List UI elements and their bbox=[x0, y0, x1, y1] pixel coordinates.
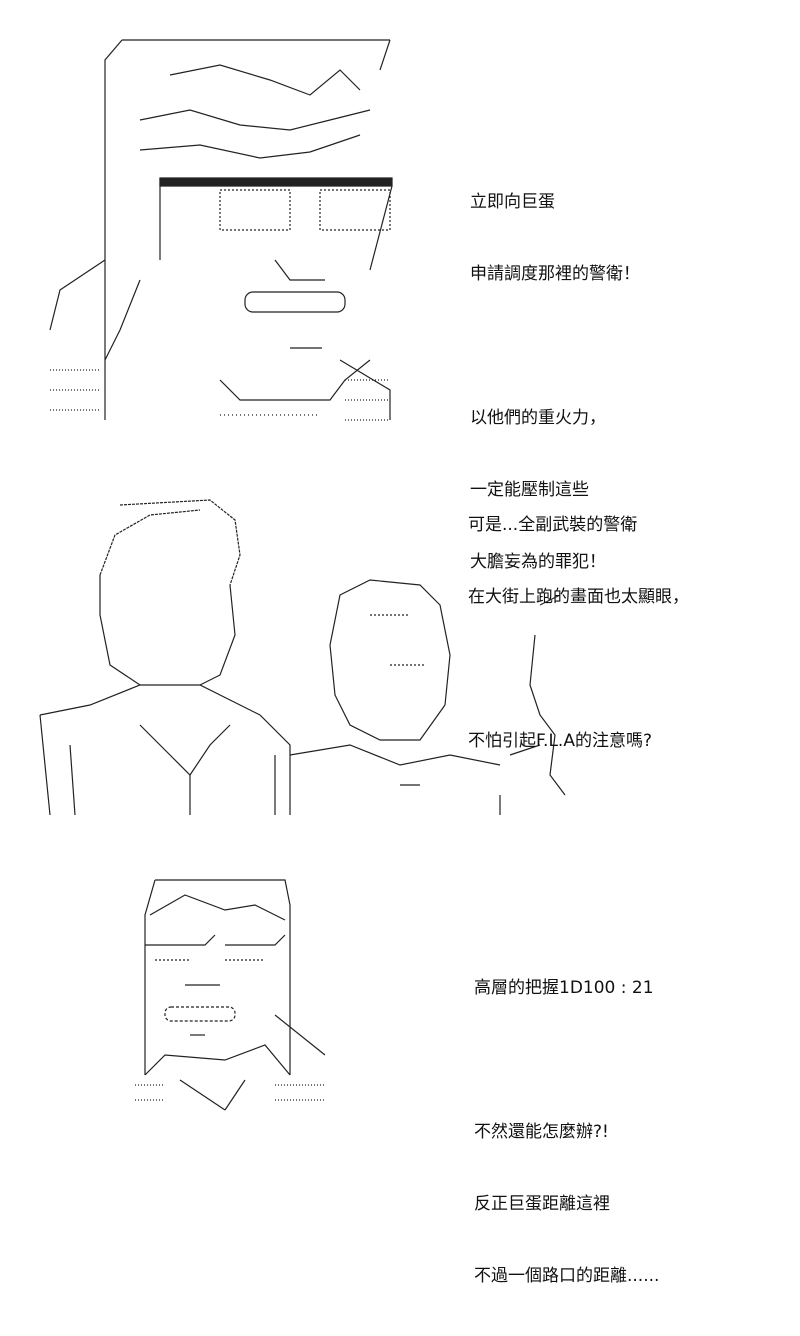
dialogue-panel-2: 可是...全副武裝的警衛 在大街上跑的畫面也太顯眼， 不怕引起F.L.A的注意嗎… bbox=[468, 465, 689, 801]
dialogue-line: 反正巨蛋距離這裡 bbox=[474, 1194, 610, 1214]
dice-roll-line: 高層的把握1D100 : 21 bbox=[474, 978, 654, 998]
dialogue-line: 不過一個路口的距離...... bbox=[474, 1266, 660, 1286]
dialogue-line: 申請調度那裡的警衛！ bbox=[470, 264, 640, 284]
dialogue-line: 不然還能怎麼辦?! bbox=[474, 1122, 609, 1142]
panel-2: 可是...全副武裝的警衛 在大街上跑的畫面也太顯眼， 不怕引起F.L.A的注意嗎… bbox=[0, 440, 800, 850]
dialogue-line: 大膽妄為的罪犯！ bbox=[470, 552, 606, 572]
dialogue-line: 以他們的重火力， bbox=[470, 408, 606, 428]
dialogue-gap bbox=[468, 657, 689, 681]
panel-3: 高層的把握1D100 : 21 不然還能怎麼辦?! 反正巨蛋距離這裡 不過一個路… bbox=[0, 850, 800, 1286]
group-of-men-ascii-art bbox=[30, 495, 590, 825]
panel-1: 立即向巨蛋 申請調度那裡的警衛！ 以他們的重火力， 一定能壓制這些 大膽妄為的罪… bbox=[0, 0, 800, 572]
dialogue-line: 可是...全副武裝的警衛 bbox=[468, 515, 638, 535]
dialogue-panel-3: 高層的把握1D100 : 21 不然還能怎麼辦?! 反正巨蛋距離這裡 不過一個路… bbox=[474, 928, 659, 1336]
dialogue-line: 立即向巨蛋 bbox=[470, 192, 555, 212]
dialogue-line: 不怕引起F.L.A的注意嗎? bbox=[468, 731, 652, 751]
sunglasses-man-ascii-art bbox=[40, 30, 410, 430]
dialogue-gap bbox=[470, 334, 640, 358]
dialogue-line: 在大街上跑的畫面也太顯眼， bbox=[468, 587, 689, 607]
worried-man-ascii-art bbox=[125, 875, 345, 1115]
dialogue-gap bbox=[474, 1048, 659, 1072]
dialogue-panel-1: 立即向巨蛋 申請調度那裡的警衛！ 以他們的重火力， 一定能壓制這些 大膽妄為的罪… bbox=[470, 142, 640, 622]
dialogue-line: 一定能壓制這些 bbox=[470, 480, 589, 500]
